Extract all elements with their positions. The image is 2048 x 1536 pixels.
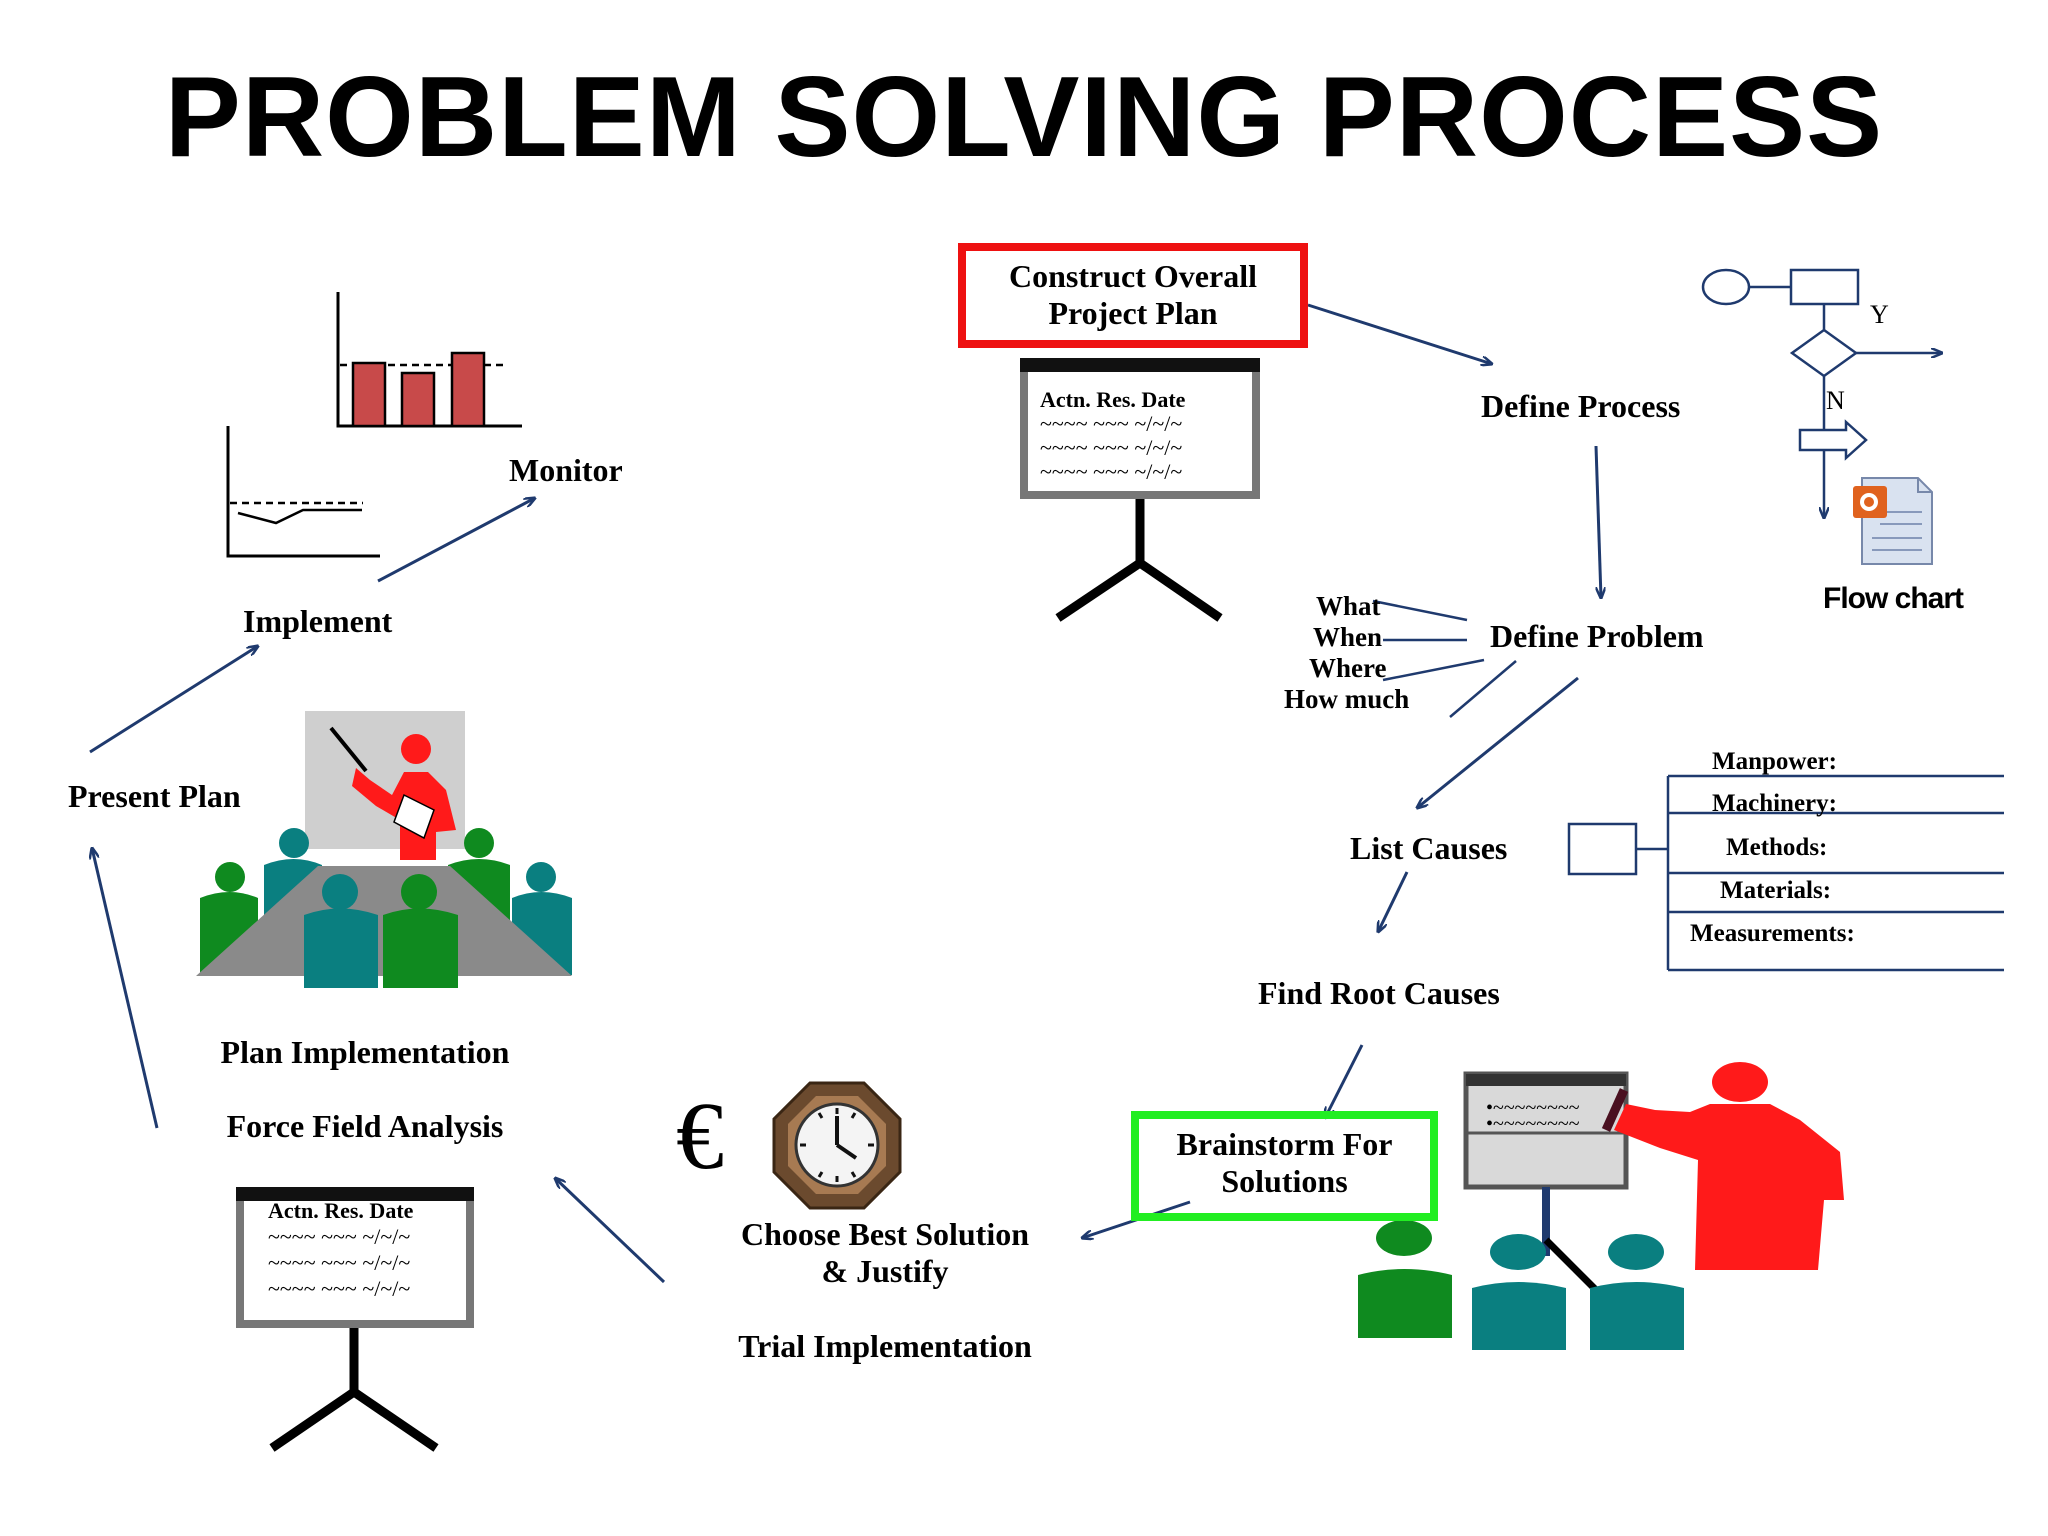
brainstorm-board-text: •~~~~~~~~ •~~~~~~~~ <box>1486 1097 1580 1135</box>
flowchart-no-label: N <box>1826 386 1845 415</box>
construct-plan-line-2: Project Plan <box>1048 295 1218 331</box>
cause-table <box>1567 774 2004 972</box>
question-when: When <box>1313 622 1383 652</box>
present-plan-label: Present Plan <box>68 778 241 814</box>
plan-implementation-label: Plan Implementation <box>220 1034 510 1070</box>
action-board-top-text: Actn. Res. Date ~~~~ ~~~ ~/~/~ ~~~~ ~~~ … <box>1040 388 1185 484</box>
arrow-implement-to-monitor <box>377 498 535 583</box>
cause-methods: Methods: <box>1726 834 1828 861</box>
construct-plan-label: Construct Overall Project Plan <box>958 258 1308 332</box>
flowchart-yes-label: Y <box>1870 300 1889 329</box>
action-board-bottom-row: ~~~~ ~~~ ~/~/~ <box>268 1224 411 1249</box>
construct-plan-line-1: Construct Overall <box>1009 258 1257 294</box>
arrow-process-to-problem <box>1594 445 1601 598</box>
flowchart-label: Flow chart <box>1823 582 1964 615</box>
brainstorm-presenter-icon <box>1358 1062 1844 1350</box>
trial-implementation-label: Trial Implementation <box>738 1328 1032 1364</box>
action-board-bottom-header: Actn. Res. Date <box>268 1198 414 1223</box>
arrow-problem-to-causes <box>1417 676 1579 808</box>
define-problem-label: Define Problem <box>1490 618 1704 654</box>
bar-chart-icon <box>336 292 522 428</box>
brainstorm-line-1: Brainstorm For <box>1176 1126 1393 1162</box>
brainstorm-line-2: Solutions <box>1221 1163 1348 1199</box>
define-process-label: Define Process <box>1481 388 1681 424</box>
arrow-causes-to-root <box>1378 871 1409 932</box>
list-causes-label: List Causes <box>1350 830 1508 866</box>
euro-symbol: € <box>676 1082 724 1189</box>
flowchart-icon <box>1701 268 1942 518</box>
action-board-top-header: Actn. Res. Date <box>1040 387 1186 412</box>
action-board-bottom <box>236 1187 474 1452</box>
brainstorm-label: Brainstorm For Solutions <box>1131 1126 1438 1200</box>
choose-best-line-2: & Justify <box>821 1253 949 1289</box>
action-board-bottom-row: ~~~~ ~~~ ~/~/~ <box>268 1250 411 1275</box>
line-chart-icon <box>226 426 380 558</box>
question-how-much: How much <box>1284 684 1410 714</box>
arrow-root-to-brainstorm <box>1325 1044 1364 1118</box>
brainstorm-highlight-box <box>1131 1111 1438 1221</box>
force-field-label: Force Field Analysis <box>226 1108 504 1144</box>
arrow-plan-to-present <box>92 848 159 1129</box>
action-board-bottom-row: ~~~~ ~~~ ~/~/~ <box>268 1276 411 1301</box>
arrow-choose-to-plan <box>555 1178 666 1284</box>
cause-manpower: Manpower: <box>1712 748 1837 775</box>
question-lines <box>1372 599 1517 718</box>
cause-materials: Materials: <box>1720 877 1832 904</box>
implement-label: Implement <box>243 603 393 639</box>
presenter-meeting-icon <box>196 711 572 988</box>
arrow-present-to-implement <box>89 646 258 754</box>
page-title: PROBLEM SOLVING PROCESS <box>164 54 1884 181</box>
question-what: What <box>1316 591 1381 621</box>
plan-highlight-box <box>958 243 1308 348</box>
cause-measurements: Measurements: <box>1690 920 1855 947</box>
arrow-plan-to-process <box>1307 303 1492 364</box>
monitor-label: Monitor <box>509 452 623 488</box>
choose-best-line-1: Choose Best Solution <box>740 1216 1030 1252</box>
process-arrows <box>89 303 1601 1284</box>
clock-icon <box>772 1081 902 1210</box>
document-icon <box>1853 477 1933 565</box>
cause-machinery: Machinery: <box>1712 790 1837 817</box>
action-board-top-row: ~~~~ ~~~ ~/~/~ <box>1040 435 1183 460</box>
action-board-top-row: ~~~~ ~~~ ~/~/~ <box>1040 411 1183 436</box>
find-root-causes-label: Find Root Causes <box>1258 975 1500 1011</box>
question-where: Where <box>1309 653 1387 683</box>
action-board-bottom-text: Actn. Res. Date ~~~~ ~~~ ~/~/~ ~~~~ ~~~ … <box>268 1198 413 1302</box>
action-board-top-row: ~~~~ ~~~ ~/~/~ <box>1040 459 1183 484</box>
choose-best-label: Choose Best Solution & Justify <box>700 1216 1070 1290</box>
action-board-top <box>1020 358 1260 622</box>
